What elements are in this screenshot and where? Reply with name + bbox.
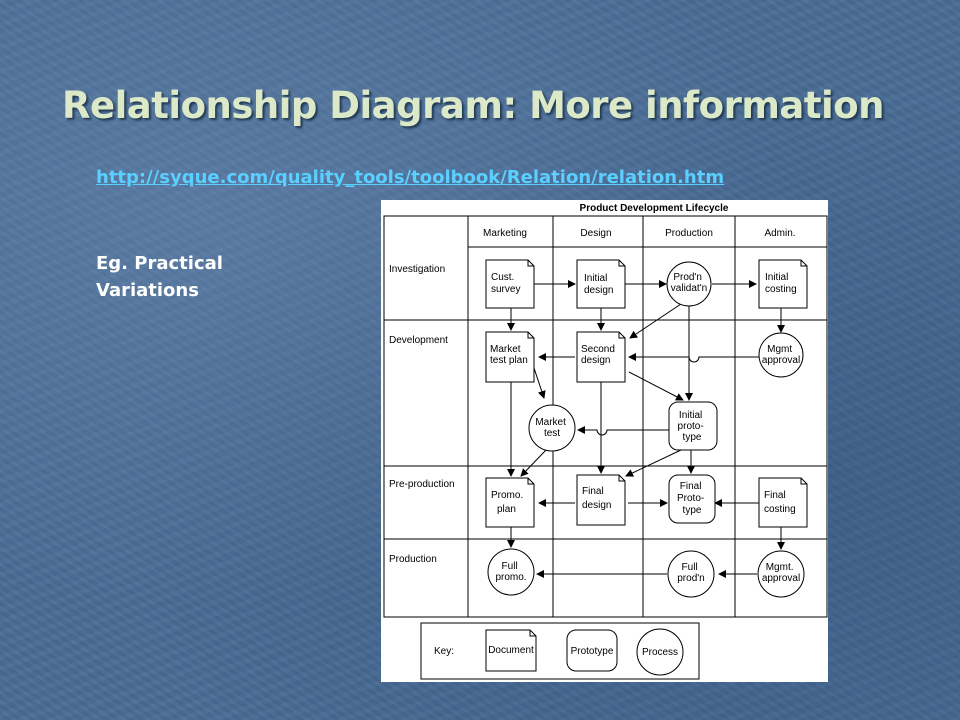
reference-link[interactable]: http://syque.com/quality_tools/toolbook/…	[96, 167, 725, 188]
node-initial-prototype: Initial proto- type	[678, 410, 707, 443]
market-test-shape	[528, 404, 576, 452]
initial-prototype-shape	[668, 401, 718, 451]
column-header-admin: Admin.	[764, 228, 795, 239]
mgmt-approval-shape	[758, 332, 804, 378]
full-prodn-shape	[667, 550, 715, 598]
full-promo-shape	[487, 548, 535, 596]
mgmt-approval-2-shape	[757, 550, 805, 598]
node-prodn-validatn: Prod'n validat'n	[671, 272, 707, 294]
final-prototype-shape	[668, 474, 716, 524]
prodn-validatn-shape	[666, 261, 712, 307]
connectors	[507, 280, 785, 578]
node-final-design: Final design	[582, 486, 611, 511]
key-document-label: Document	[488, 645, 534, 656]
initial-costing-shape	[758, 259, 808, 309]
second-design-shape	[576, 331, 626, 383]
node-second-design: Second design	[581, 344, 618, 366]
key-label: Key:	[434, 646, 454, 657]
node-mgmt-approval: Mgmt approval	[762, 344, 800, 366]
grid-lines	[383, 215, 828, 680]
node-shapes	[485, 259, 808, 676]
key-prototype-shape	[566, 629, 618, 672]
node-full-promo: Full promo.	[495, 561, 526, 583]
node-promo-plan: Promo. plan	[491, 490, 526, 515]
promo-plan-shape	[485, 477, 535, 528]
node-final-costing: Final costing	[764, 490, 796, 515]
node-market-test-plan: Market test plan	[490, 344, 528, 366]
node-mgmt-approval-2: Mgmt. approval	[762, 562, 800, 584]
note-text: Eg. Practical Variations	[96, 253, 223, 301]
key-prototype-label: Prototype	[571, 646, 614, 657]
market-test-plan-shape	[485, 331, 535, 383]
diagram-title: Product Development Lifecycle	[580, 203, 729, 214]
node-initial-design: Initial design	[584, 273, 613, 296]
key-process-label: Process	[642, 647, 678, 658]
row-header-pre-production: Pre-production	[389, 479, 455, 490]
document-corner-folds	[527, 260, 807, 637]
row-header-development: Development	[389, 335, 448, 346]
relationship-diagram: Product Development Lifecycle Marketing …	[381, 200, 828, 682]
slide-title: Relationship Diagram: More information	[62, 84, 884, 127]
initial-design-shape	[576, 259, 626, 309]
final-design-shape	[576, 474, 626, 526]
key-document-shape	[485, 629, 537, 672]
column-header-design: Design	[580, 228, 611, 239]
node-initial-costing: Initial costing	[765, 272, 797, 295]
cust-survey-shape	[485, 259, 535, 309]
column-header-production: Production	[665, 228, 713, 239]
node-market-test: Market test	[535, 417, 568, 439]
row-header-investigation: Investigation	[389, 264, 445, 275]
row-header-production: Production	[389, 554, 437, 565]
column-header-marketing: Marketing	[483, 228, 527, 239]
node-final-prototype: Final Proto- type	[677, 481, 707, 516]
key-process-shape	[636, 628, 684, 676]
node-full-prodn: Full prod'n	[677, 562, 705, 584]
node-cust-survey: Cust. survey	[491, 272, 520, 295]
final-costing-shape	[758, 477, 808, 528]
